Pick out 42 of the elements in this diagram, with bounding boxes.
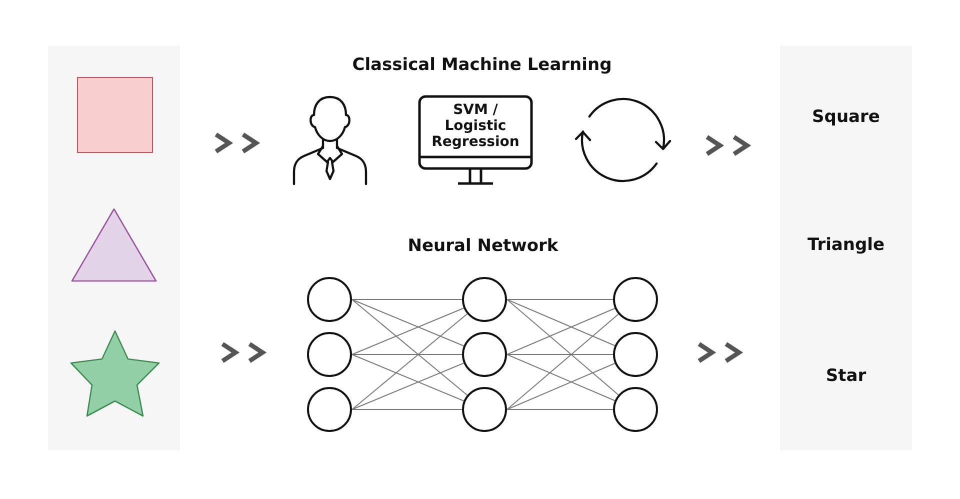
double-chevron-arrow [696, 342, 744, 364]
connection-line [506, 299, 619, 396]
connection-line [506, 409, 614, 410]
connection-line [352, 299, 468, 396]
star-shape [70, 330, 160, 417]
neuron-circle [462, 277, 507, 322]
connection-line [506, 308, 616, 355]
section-heading: Neural Network [408, 236, 558, 256]
connection-line [352, 354, 464, 402]
connection-line [352, 308, 464, 355]
connection-line [506, 299, 616, 346]
section-heading: Classical Machine Learning [352, 55, 612, 75]
neuron-circle [307, 387, 352, 432]
connection-line [352, 313, 468, 410]
neuron-circle [307, 277, 352, 322]
connection-line [506, 314, 619, 410]
double-chevron-arrow [214, 132, 260, 154]
person-icon [292, 95, 368, 185]
connection-line [352, 409, 462, 410]
class-label: Square [812, 107, 880, 127]
square-shape [77, 77, 153, 153]
connection-line [506, 354, 614, 355]
connection-line [506, 299, 614, 300]
class-label: Triangle [807, 235, 885, 255]
connection-line [352, 354, 462, 355]
connection-line [352, 362, 464, 410]
neuron-circle [462, 387, 507, 432]
screen-text: SVM / Logistic Regression [430, 102, 520, 150]
triangle-shape [71, 208, 157, 282]
neuron-circle [462, 332, 507, 377]
connection-line [506, 354, 616, 402]
double-chevron-arrow [704, 134, 752, 156]
neuron-circle [307, 332, 352, 377]
side-panel [48, 46, 180, 450]
neuron-circle [613, 332, 658, 377]
neuron-circle [613, 387, 658, 432]
neuron-circle [613, 277, 658, 322]
class-label: Star [826, 366, 866, 386]
connection-line [506, 362, 616, 410]
connection-line [352, 299, 464, 346]
double-chevron-arrow [220, 342, 267, 364]
connection-line [352, 299, 462, 300]
